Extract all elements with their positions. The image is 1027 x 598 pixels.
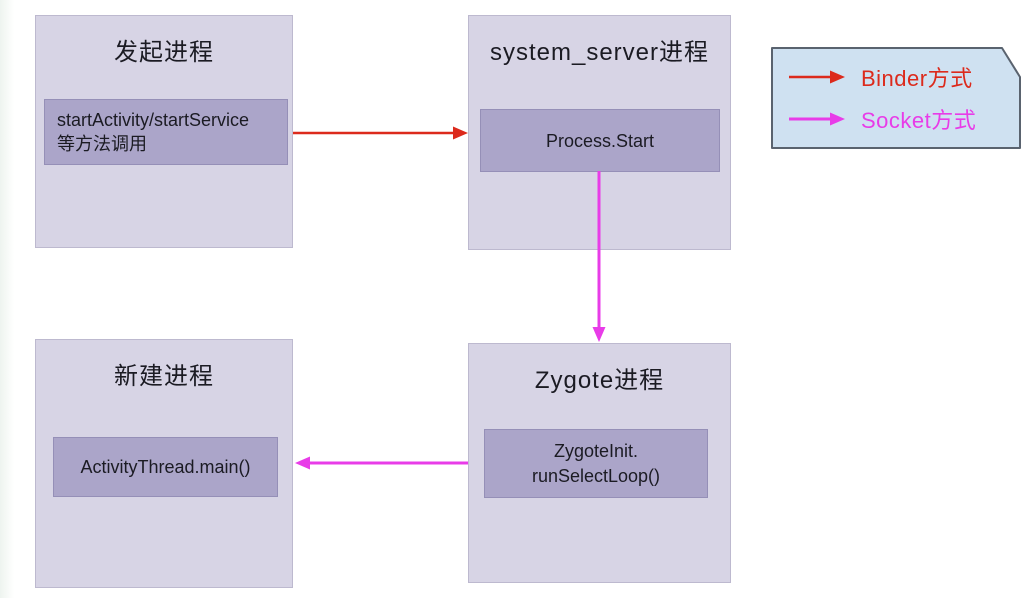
binder-arrow-icon [789, 70, 845, 84]
node-initiator-process: 发起进程 startActivity/startService 等方法调用 [35, 15, 293, 248]
node-title: system_server进程 [489, 39, 710, 66]
inner-box-activitythread-main: ActivityThread.main() [53, 437, 278, 497]
node-title: 发起进程 [114, 39, 214, 66]
legend-rows: Binder方式 Socket方式 [787, 56, 1011, 140]
inner-line: runSelectLoop() [531, 465, 661, 486]
inner-line: 等方法调用 [57, 134, 147, 154]
inner-box-start-methods: startActivity/startService 等方法调用 [44, 99, 288, 165]
legend: Binder方式 Socket方式 [771, 47, 1021, 149]
node-system-server-process: system_server进程 Process.Start [468, 15, 731, 250]
node-zygote-process: Zygote进程 ZygoteInit. runSelectLoop() [468, 343, 731, 583]
left-edge-tint [0, 0, 14, 598]
inner-line: Process.Start [545, 130, 655, 151]
inner-box-zygoteinit-runselectloop: ZygoteInit. runSelectLoop() [484, 429, 708, 498]
inner-line: ZygoteInit. [553, 440, 639, 461]
legend-label: Binder方式 [861, 66, 973, 91]
legend-label: Socket方式 [861, 108, 977, 133]
node-new-process: 新建进程 ActivityThread.main() [35, 339, 293, 588]
legend-item-socket: Socket方式 [787, 98, 1011, 140]
legend-item-binder: Binder方式 [787, 56, 1011, 98]
inner-line: ActivityThread.main() [80, 457, 251, 477]
node-title: Zygote进程 [534, 367, 665, 394]
inner-box-process-start: Process.Start [480, 109, 720, 172]
node-title: 新建进程 [114, 363, 214, 390]
inner-line: startActivity/startService [57, 110, 250, 130]
socket-arrow-icon [789, 112, 845, 126]
